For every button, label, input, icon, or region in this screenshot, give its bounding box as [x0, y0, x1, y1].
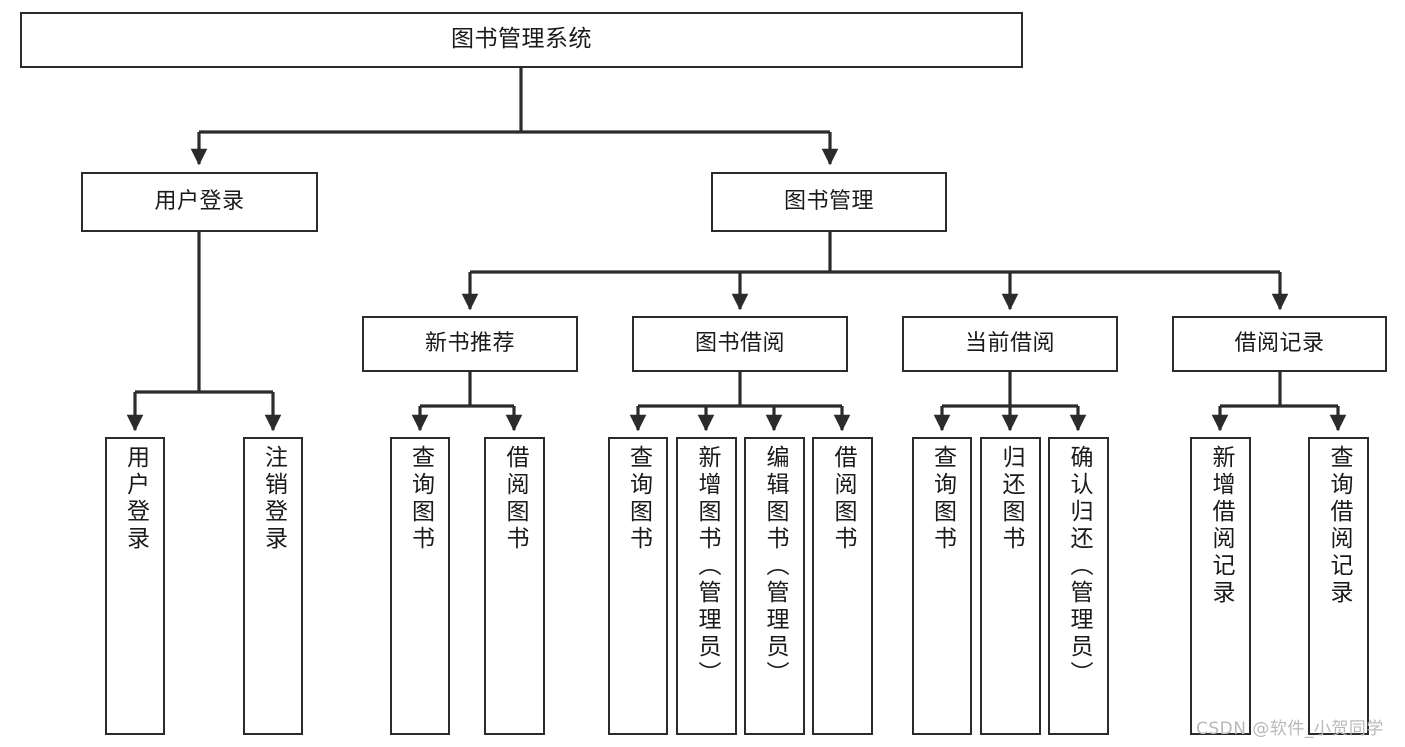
node-leaf-query-book-2[interactable]: 查询图书: [608, 437, 668, 735]
node-book-manage-label: 图书管理: [783, 189, 874, 215]
node-leaf-confirm-return[interactable]: 确认归还（管理员）: [1048, 437, 1109, 735]
node-leaf-borrow-book-1[interactable]: 借阅图书: [484, 437, 545, 735]
node-root-label: 图书管理系统: [451, 26, 592, 53]
node-book-manage[interactable]: 图书管理: [711, 172, 947, 232]
node-user-login-label: 用户登录: [154, 189, 245, 215]
node-leaf-user-logout[interactable]: 注销登录: [243, 437, 303, 735]
node-current-borrow-label: 当前借阅: [964, 331, 1055, 357]
node-leaf-edit-book[interactable]: 编辑图书（管理员）: [744, 437, 805, 735]
node-borrow-record-label: 借阅记录: [1234, 331, 1325, 357]
node-leaf-user-login[interactable]: 用户登录: [105, 437, 165, 735]
node-leaf-query-record-label: 查询借阅记录: [1326, 445, 1352, 607]
watermark-csdn: CSDN @软件_小贺同学: [1196, 719, 1384, 739]
node-leaf-query-book-3-label: 查询图书: [929, 445, 956, 553]
node-leaf-borrow-book-2[interactable]: 借阅图书: [812, 437, 873, 735]
node-leaf-query-book-1-label: 查询图书: [407, 445, 434, 553]
node-leaf-return-book-label: 归还图书: [998, 445, 1024, 553]
node-new-book-rec-label: 新书推荐: [424, 331, 515, 357]
node-book-borrow-label: 图书借阅: [694, 331, 785, 357]
node-leaf-add-book-label: 新增图书（管理员）: [694, 445, 720, 688]
node-root[interactable]: 图书管理系统: [20, 12, 1023, 68]
node-user-login[interactable]: 用户登录: [81, 172, 318, 232]
node-leaf-query-book-1[interactable]: 查询图书: [390, 437, 450, 735]
node-leaf-query-book-2-label: 查询图书: [625, 445, 652, 553]
node-leaf-add-record-label: 新增借阅记录: [1208, 445, 1234, 607]
node-leaf-add-record[interactable]: 新增借阅记录: [1190, 437, 1251, 735]
node-leaf-add-book[interactable]: 新增图书（管理员）: [676, 437, 737, 735]
node-borrow-record[interactable]: 借阅记录: [1172, 316, 1387, 372]
node-leaf-confirm-return-label: 确认归还（管理员）: [1066, 445, 1092, 688]
node-leaf-query-record[interactable]: 查询借阅记录: [1308, 437, 1369, 735]
node-leaf-borrow-book-1-label: 借阅图书: [502, 445, 528, 553]
node-leaf-user-logout-label: 注销登录: [260, 445, 287, 553]
node-new-book-rec[interactable]: 新书推荐: [362, 316, 578, 372]
node-leaf-borrow-book-2-label: 借阅图书: [830, 445, 856, 553]
node-leaf-query-book-3[interactable]: 查询图书: [912, 437, 972, 735]
node-leaf-user-login-label: 用户登录: [122, 445, 149, 553]
node-current-borrow[interactable]: 当前借阅: [902, 316, 1118, 372]
node-leaf-return-book[interactable]: 归还图书: [980, 437, 1041, 735]
node-leaf-edit-book-label: 编辑图书（管理员）: [762, 445, 788, 688]
node-book-borrow[interactable]: 图书借阅: [632, 316, 848, 372]
